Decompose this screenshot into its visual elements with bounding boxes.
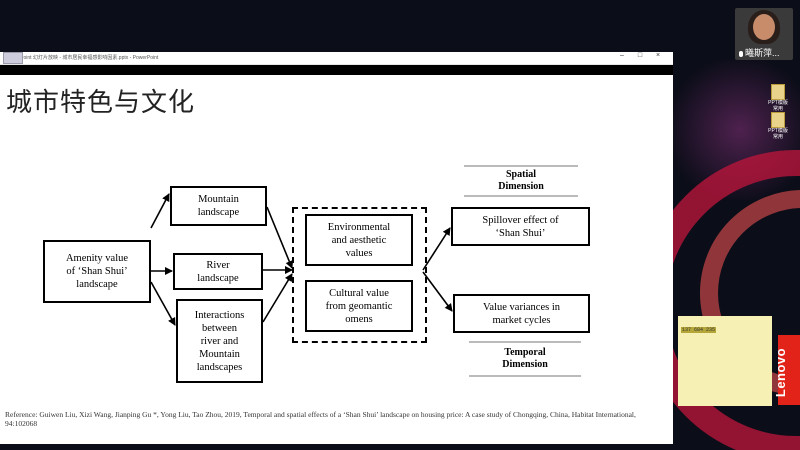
lenovo-logo: Lenovo: [773, 335, 800, 405]
participant-name-text: 曦斯萍...: [745, 48, 780, 58]
slide-top-band: [0, 65, 673, 75]
amenity-value-box: Amenity value of ‘Shan Shui’ landscape: [43, 240, 151, 303]
spillover-effect-box: Spillover effect of ‘Shan Shui’: [451, 207, 590, 246]
desktop-file-icon[interactable]: PPT模版 常用: [758, 84, 798, 112]
river-landscape-box: River landscape: [173, 253, 263, 290]
desktop-icon-label: PPT模版 常用: [768, 100, 788, 112]
slide-canvas[interactable]: 城市特色与文化 Amenity value of ‘Shan Shui’ lan…: [0, 79, 673, 444]
folder-icon: [771, 112, 785, 128]
window-titlebar[interactable]: PowerPoint 幻灯片放映 - 城市居民幸福感影响因素.pptx - Po…: [0, 52, 673, 65]
participant-name: 曦斯萍...: [739, 46, 780, 59]
microphone-icon: [739, 50, 743, 57]
spatial-dimension-label: Spatial Dimension: [464, 165, 578, 197]
cultural-value-box: Cultural value from geomantic omens: [305, 280, 413, 332]
close-button[interactable]: ×: [655, 52, 661, 59]
desktop-icon-label: PPT模版 常用: [768, 128, 788, 140]
maximize-button[interactable]: □: [637, 52, 643, 59]
brand-text: Lenovo: [773, 347, 789, 398]
minimize-button[interactable]: –: [620, 52, 624, 59]
desktop-file-icon[interactable]: PPT模版 常用: [758, 112, 798, 140]
mountain-landscape-box: Mountain landscape: [170, 186, 267, 226]
powerpoint-window[interactable]: PowerPoint 幻灯片放映 - 城市居民幸福感影响因素.pptx - Po…: [0, 52, 673, 444]
reference-text: Reference: Guiwen Liu, Xizi Wang, Jianpi…: [5, 410, 636, 428]
sticky-note-text: 137 684 235: [681, 327, 717, 333]
window-title: PowerPoint 幻灯片放映 - 城市居民幸福感影响因素.pptx - Po…: [6, 55, 159, 61]
temporal-dimension-label: Temporal Dimension: [469, 341, 581, 377]
environmental-values-box: Environmental and aesthetic values: [305, 214, 413, 266]
value-variances-box: Value variances in market cycles: [453, 294, 590, 333]
video-tile[interactable]: 曦斯萍...: [735, 8, 793, 60]
folder-icon: [771, 84, 785, 100]
slide-thumbnail-icon[interactable]: [3, 52, 23, 64]
participant-face: [753, 14, 775, 40]
interactions-box: Interactions between river and Mountain …: [176, 299, 263, 383]
slide-title: 城市特色与文化: [6, 88, 196, 118]
